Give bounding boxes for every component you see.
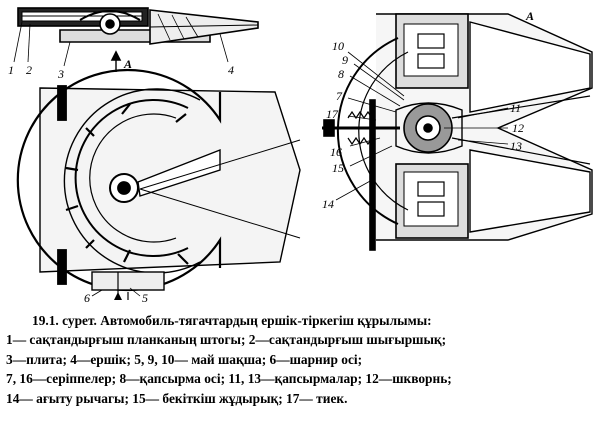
label-17: 17 bbox=[326, 107, 339, 121]
label-14: 14 bbox=[322, 197, 334, 211]
label-1: 1 bbox=[8, 63, 14, 77]
label-4: 4 bbox=[228, 63, 234, 77]
label-15: 15 bbox=[332, 161, 344, 175]
label-2: 2 bbox=[26, 63, 32, 77]
label-6: 6 bbox=[84, 291, 90, 305]
label-12: 12 bbox=[512, 121, 524, 135]
caption-line: 3—плита; 4—ершік; 5, 9, 10— май шақша; 6… bbox=[6, 351, 363, 367]
right-view-a bbox=[322, 13, 593, 251]
left-side-view bbox=[13, 7, 259, 72]
label-view-a-left: A bbox=[123, 57, 132, 71]
caption-line: 1— сақтандырғыш планканың штогы; 2—сақта… bbox=[6, 332, 447, 348]
label-11: 11 bbox=[510, 101, 521, 115]
label-10: 10 bbox=[332, 39, 344, 53]
label-7: 7 bbox=[336, 89, 343, 103]
right-labels: A 10 9 8 7 17 16 15 14 11 12 13 bbox=[322, 9, 534, 211]
coupling-device-figure: 1 2 3 4 A 5 6 bbox=[8, 7, 593, 305]
figure-caption: 19.1. сурет. Автомобиль-тягачтардың ерші… bbox=[6, 311, 600, 408]
label-view-a-right: A bbox=[525, 9, 534, 23]
caption-line: 7, 16—серіппелер; 8—қапсырма осі; 11, 13… bbox=[6, 371, 452, 387]
left-labels: 1 2 3 4 A 5 6 bbox=[8, 57, 234, 305]
left-plan-view bbox=[16, 68, 301, 300]
label-5: 5 bbox=[142, 291, 148, 305]
caption-title: 19.1. сурет. Автомобиль-тягачтардың ерші… bbox=[32, 313, 432, 328]
label-9: 9 bbox=[342, 53, 348, 67]
label-13: 13 bbox=[510, 139, 522, 153]
caption-line: 14— ағыту рычагы; 15— бекіткіш жұдырық; … bbox=[6, 390, 348, 406]
label-3: 3 bbox=[57, 67, 64, 81]
label-8: 8 bbox=[338, 67, 344, 81]
label-16: 16 bbox=[330, 145, 342, 159]
